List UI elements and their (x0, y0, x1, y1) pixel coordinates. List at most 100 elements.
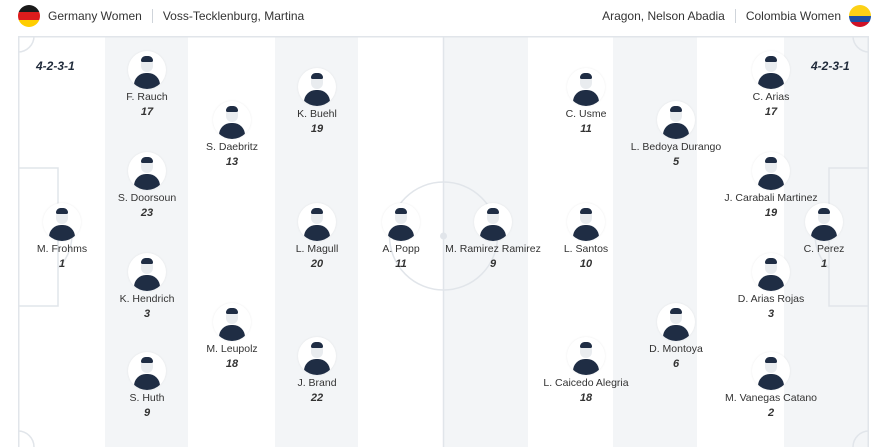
home-formation: 4-2-3-1 (36, 59, 75, 73)
player-number: 23 (140, 207, 154, 219)
home-team-name[interactable]: Germany Women (48, 9, 142, 23)
player-card[interactable]: L. Bedoya Durango 5 (616, 101, 736, 169)
player-number: 1 (820, 258, 828, 270)
away-team-name[interactable]: Colombia Women (745, 9, 841, 23)
home-coach-name[interactable]: Voss-Tecklenburg, Martina (162, 9, 305, 23)
player-avatar-icon (128, 253, 166, 291)
player-avatar-icon (213, 303, 251, 341)
player-avatar-icon (567, 203, 605, 241)
player-card[interactable]: M. Leupolz 18 (172, 303, 292, 371)
player-name: L. Bedoya Durango (630, 141, 722, 153)
player-card[interactable]: S. Huth 9 (87, 352, 207, 420)
player-avatar-icon (657, 303, 695, 341)
pitch-stripe (18, 36, 105, 447)
germany-flag-icon (18, 5, 40, 27)
player-name: D. Arias Rojas (737, 293, 805, 305)
player-card[interactable]: K. Buehl 19 (257, 68, 377, 136)
player-avatar-icon (752, 152, 790, 190)
player-number: 22 (310, 392, 324, 404)
player-name: J. Carabali Martinez (724, 192, 818, 204)
colombia-flag-icon (849, 5, 871, 27)
player-name: S. Huth (129, 392, 165, 404)
player-card[interactable]: M. Ramirez Ramirez 9 (433, 203, 553, 271)
player-number: 5 (672, 156, 680, 168)
player-card[interactable]: K. Hendrich 3 (87, 253, 207, 321)
player-number: 10 (579, 258, 593, 270)
player-name: L. Santos (563, 243, 609, 255)
player-card[interactable]: J. Brand 22 (257, 337, 377, 405)
player-name: K. Hendrich (119, 293, 175, 305)
divider (151, 9, 153, 23)
player-card[interactable]: M. Vanegas Catano 2 (711, 352, 831, 420)
player-avatar-icon (298, 203, 336, 241)
player-name: L. Magull (295, 243, 339, 255)
player-avatar-icon (657, 101, 695, 139)
player-avatar-icon (128, 51, 166, 89)
player-card[interactable]: C. Perez 1 (764, 203, 869, 271)
player-avatar-icon (43, 203, 81, 241)
player-card[interactable]: C. Arias 17 (711, 51, 831, 119)
player-number: 11 (580, 123, 592, 135)
player-number: 3 (767, 308, 775, 320)
player-number: 3 (143, 308, 151, 320)
player-avatar-icon (567, 68, 605, 106)
player-avatar-icon (382, 203, 420, 241)
home-team-header: Germany Women Voss-Tecklenburg, Martina (18, 0, 304, 32)
player-name: M. Leupolz (206, 343, 258, 355)
player-card[interactable]: A. Popp 11 (341, 203, 461, 271)
player-avatar-icon (128, 352, 166, 390)
player-number: 2 (767, 407, 775, 419)
player-card[interactable]: J. Carabali Martinez 19 (711, 152, 831, 220)
player-name: S. Doorsoun (117, 192, 177, 204)
player-card[interactable]: S. Daebritz 13 (172, 101, 292, 169)
pitch-stripe (358, 36, 443, 447)
player-number: 20 (310, 258, 324, 270)
player-avatar-icon (298, 337, 336, 375)
player-avatar-icon (213, 101, 251, 139)
player-number: 13 (225, 156, 239, 168)
player-number: 18 (579, 392, 593, 404)
player-name: F. Rauch (126, 91, 168, 103)
player-card[interactable]: L. Magull 20 (257, 203, 377, 271)
player-card[interactable]: L. Santos 10 (526, 203, 646, 271)
player-card[interactable]: F. Rauch 17 (87, 51, 207, 119)
player-name: C. Perez (803, 243, 845, 255)
away-team-header: Aragon, Nelson Abadia Colombia Women (602, 0, 871, 32)
away-coach-name[interactable]: Aragon, Nelson Abadia (602, 9, 725, 23)
player-name: D. Montoya (649, 343, 703, 355)
player-card[interactable]: S. Doorsoun 23 (87, 152, 207, 220)
player-name: L. Caicedo Alegria (543, 377, 629, 389)
player-avatar-icon (752, 253, 790, 291)
player-number: 11 (395, 258, 407, 270)
player-card[interactable]: D. Montoya 6 (616, 303, 736, 371)
away-formation: 4-2-3-1 (811, 59, 850, 73)
player-card[interactable]: C. Usme 11 (526, 68, 646, 136)
player-avatar-icon (567, 337, 605, 375)
player-card[interactable]: L. Caicedo Alegria 18 (526, 337, 646, 405)
player-avatar-icon (474, 203, 512, 241)
player-number: 19 (310, 123, 324, 135)
player-number: 19 (764, 207, 778, 219)
player-number: 9 (143, 407, 151, 419)
pitch: 4-2-3-1 4-2-3-1 M. Frohms 1 F. Rauch 17 … (18, 36, 869, 447)
player-number: 1 (58, 258, 66, 270)
player-name: S. Daebritz (206, 141, 258, 153)
player-number: 17 (764, 106, 778, 118)
player-number: 6 (672, 358, 680, 370)
player-card[interactable]: D. Arias Rojas 3 (711, 253, 831, 321)
player-avatar-icon (128, 152, 166, 190)
player-name: C. Usme (565, 108, 607, 120)
player-card[interactable]: M. Frohms 1 (18, 203, 122, 271)
player-number: 18 (225, 358, 239, 370)
player-avatar-icon (805, 203, 843, 241)
player-number: 17 (140, 106, 154, 118)
player-name: K. Buehl (297, 108, 337, 120)
player-name: M. Vanegas Catano (724, 392, 818, 404)
player-name: C. Arias (752, 91, 790, 103)
player-name: M. Ramirez Ramirez (445, 243, 541, 255)
player-avatar-icon (752, 51, 790, 89)
player-number: 9 (489, 258, 497, 270)
player-name: M. Frohms (36, 243, 88, 255)
player-name: J. Brand (297, 377, 337, 389)
player-avatar-icon (752, 352, 790, 390)
